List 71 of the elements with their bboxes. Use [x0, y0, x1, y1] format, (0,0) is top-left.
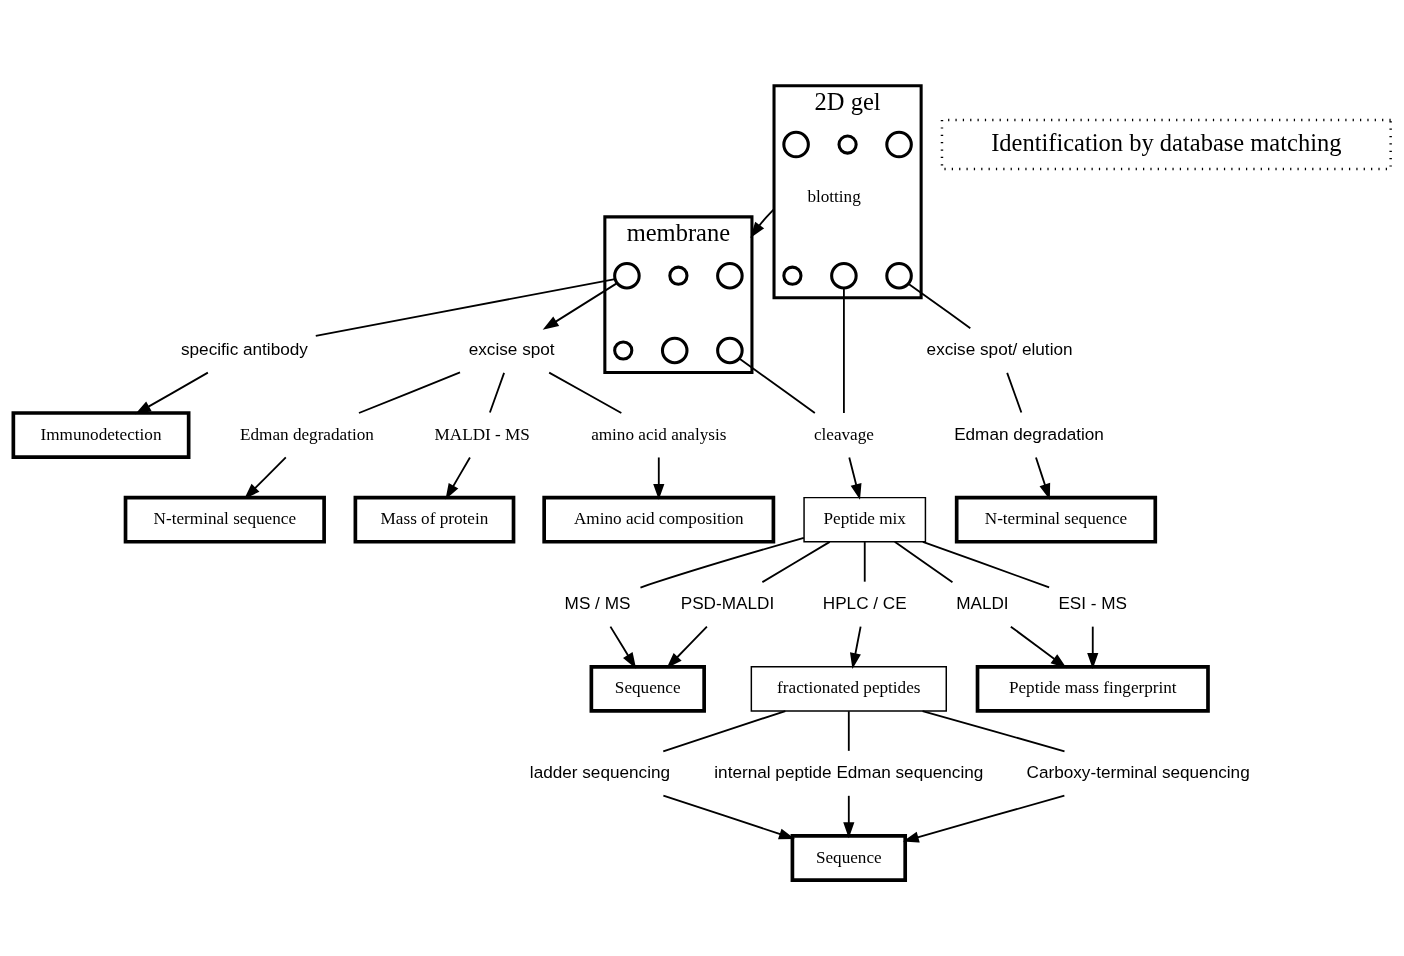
arrow [653, 456, 665, 500]
arrow [1035, 456, 1051, 500]
node-text: Edman degradation [240, 424, 374, 444]
node-circle [668, 265, 689, 286]
node-circle [716, 336, 744, 365]
node-text: ESI - MS [1058, 592, 1128, 613]
node-circle [782, 130, 810, 159]
edge-label: blotting [807, 187, 861, 207]
node-circle [885, 130, 913, 159]
node-circle [613, 261, 641, 290]
node-text: cleavage [813, 424, 874, 444]
node-box: Mass of protein [353, 495, 516, 544]
connector [662, 710, 787, 753]
arrow [609, 625, 637, 669]
node-text: ladder sequencing [529, 761, 671, 782]
node-circle [885, 261, 913, 290]
node-circle [613, 340, 634, 361]
node-box: Sequence [589, 664, 706, 713]
node-text: MALDI [956, 592, 1009, 613]
node-text: excise spot [468, 339, 555, 360]
node-text: MS / MS [564, 592, 631, 613]
node-text: amino acid analysis [591, 424, 727, 444]
connector [761, 540, 831, 584]
node-circle [782, 265, 803, 286]
arrow [902, 794, 1066, 843]
node-text: internal peptide Edman sequencing [714, 761, 984, 782]
node-circle [830, 261, 858, 290]
node-circle [716, 261, 744, 290]
node-text: HPLC / CE [822, 592, 907, 613]
connector [548, 371, 623, 414]
node-text: excise spot/ elution [926, 339, 1073, 360]
node-box: Peptide mass fingerprint [975, 664, 1210, 713]
connector [921, 540, 1051, 589]
connector [921, 710, 1066, 753]
node-text: Edman degradation [954, 423, 1104, 444]
arrow [849, 625, 862, 669]
arrow [135, 371, 209, 415]
connector [738, 357, 816, 414]
connector [314, 278, 616, 337]
arrow [843, 794, 855, 839]
connector [489, 371, 506, 414]
connector [847, 710, 850, 752]
node-circle [837, 134, 858, 155]
connector [1006, 371, 1023, 414]
connector [893, 540, 954, 584]
arrow [445, 456, 471, 500]
node-box: Peptide mix [803, 496, 927, 543]
node-text: MALDI - MS [434, 424, 530, 444]
connector [843, 287, 845, 414]
node-box: Sequence [790, 834, 908, 882]
node-text: Carboxy-terminal sequencing [1026, 761, 1250, 782]
arrow [750, 208, 775, 239]
connector [639, 536, 805, 589]
node-box: N-terminal sequence [123, 495, 326, 544]
connector [358, 371, 461, 414]
node-box: N-terminal sequence [954, 495, 1158, 544]
cluster: membrane [603, 215, 754, 375]
connector [907, 282, 972, 330]
arrow [662, 794, 795, 840]
arrow [848, 456, 862, 500]
arrow [1087, 625, 1099, 670]
node-box: Amino acid composition [542, 495, 776, 544]
node-circle [660, 336, 689, 365]
node-box: Immunodetection [11, 411, 191, 459]
node-box: Identification by database matching [940, 118, 1392, 171]
node-text: specific antibody [181, 339, 308, 360]
node-box: fractionated peptides [750, 666, 947, 712]
connector [863, 541, 866, 583]
node-text: PSD-MALDI [680, 592, 775, 613]
arrow [1009, 625, 1067, 669]
arrow [542, 282, 618, 330]
